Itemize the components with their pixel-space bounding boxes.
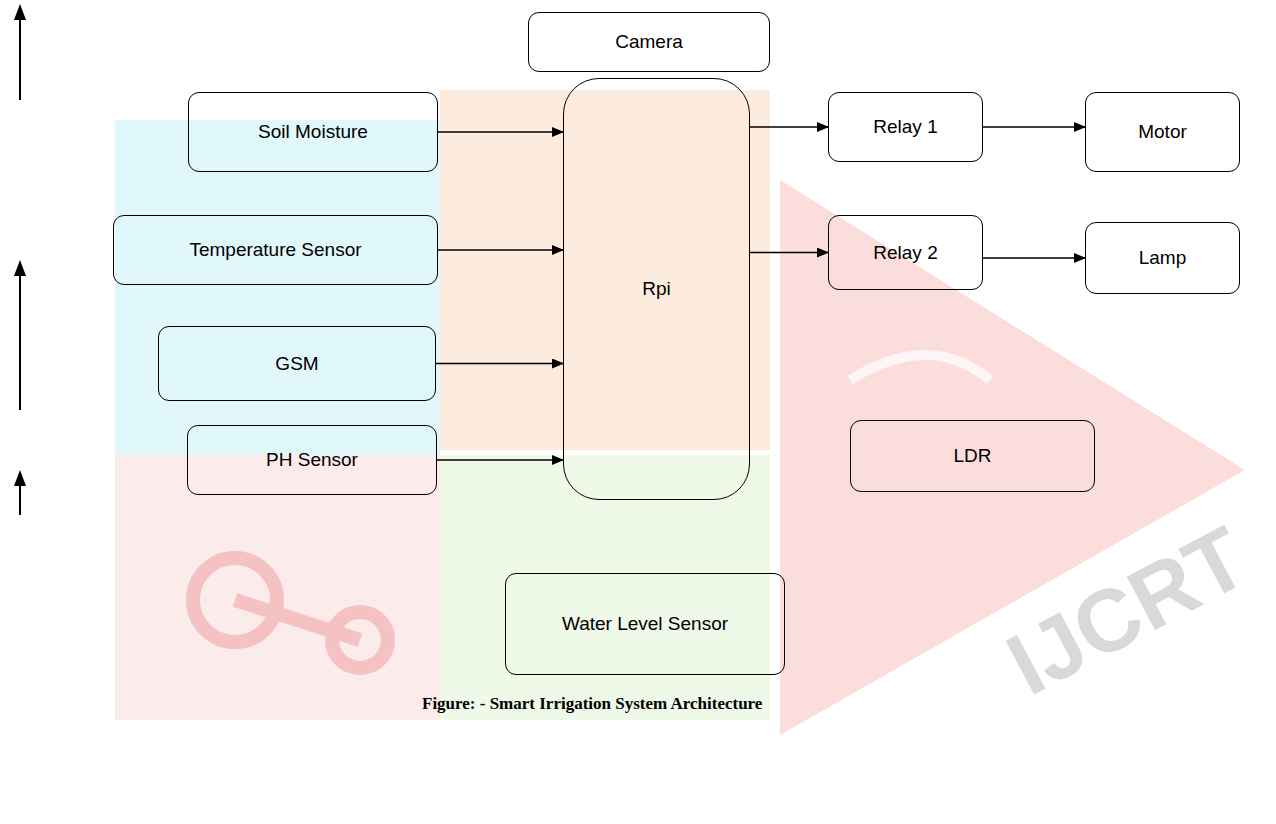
module-box: GSM xyxy=(158,326,436,401)
arrow-connector xyxy=(436,363,563,365)
relay-box: Relay 1 xyxy=(828,92,983,162)
node-label: Soil Moisture xyxy=(250,120,376,144)
arrow-connector xyxy=(983,257,1085,259)
actuator-box: Motor xyxy=(1085,92,1240,172)
figure-caption: Figure: - Smart Irrigation System Archit… xyxy=(422,694,762,714)
sensor-box: LDR xyxy=(850,420,1095,492)
sensor-box: Water Level Sensor xyxy=(505,573,785,675)
sensor-box: PH Sensor xyxy=(187,425,437,495)
controller-box: Rpi xyxy=(563,78,750,500)
actuator-box: Lamp xyxy=(1085,222,1240,294)
arrow-connector xyxy=(750,252,828,254)
arrow-connector xyxy=(438,131,563,133)
node-label: Rpi xyxy=(634,277,679,301)
node-label: Motor xyxy=(1130,120,1195,144)
node-label: Temperature Sensor xyxy=(181,238,369,262)
sensor-box: Temperature Sensor xyxy=(113,215,438,285)
node-label: GSM xyxy=(267,352,326,376)
arrow-connector xyxy=(983,126,1085,128)
node-label: Lamp xyxy=(1131,246,1195,270)
node-label: LDR xyxy=(945,444,999,468)
arrow-connector xyxy=(750,126,828,128)
camera-box: Camera xyxy=(528,12,770,72)
arrow-connector xyxy=(438,249,563,251)
relay-box: Relay 2 xyxy=(828,215,983,290)
node-label: Relay 1 xyxy=(865,115,945,139)
arrow-connector xyxy=(437,459,563,461)
sensor-box: Soil Moisture xyxy=(188,92,438,172)
node-label: Relay 2 xyxy=(865,241,945,265)
node-label: PH Sensor xyxy=(258,448,366,472)
node-label: Camera xyxy=(607,30,691,54)
node-label: Water Level Sensor xyxy=(554,612,736,636)
